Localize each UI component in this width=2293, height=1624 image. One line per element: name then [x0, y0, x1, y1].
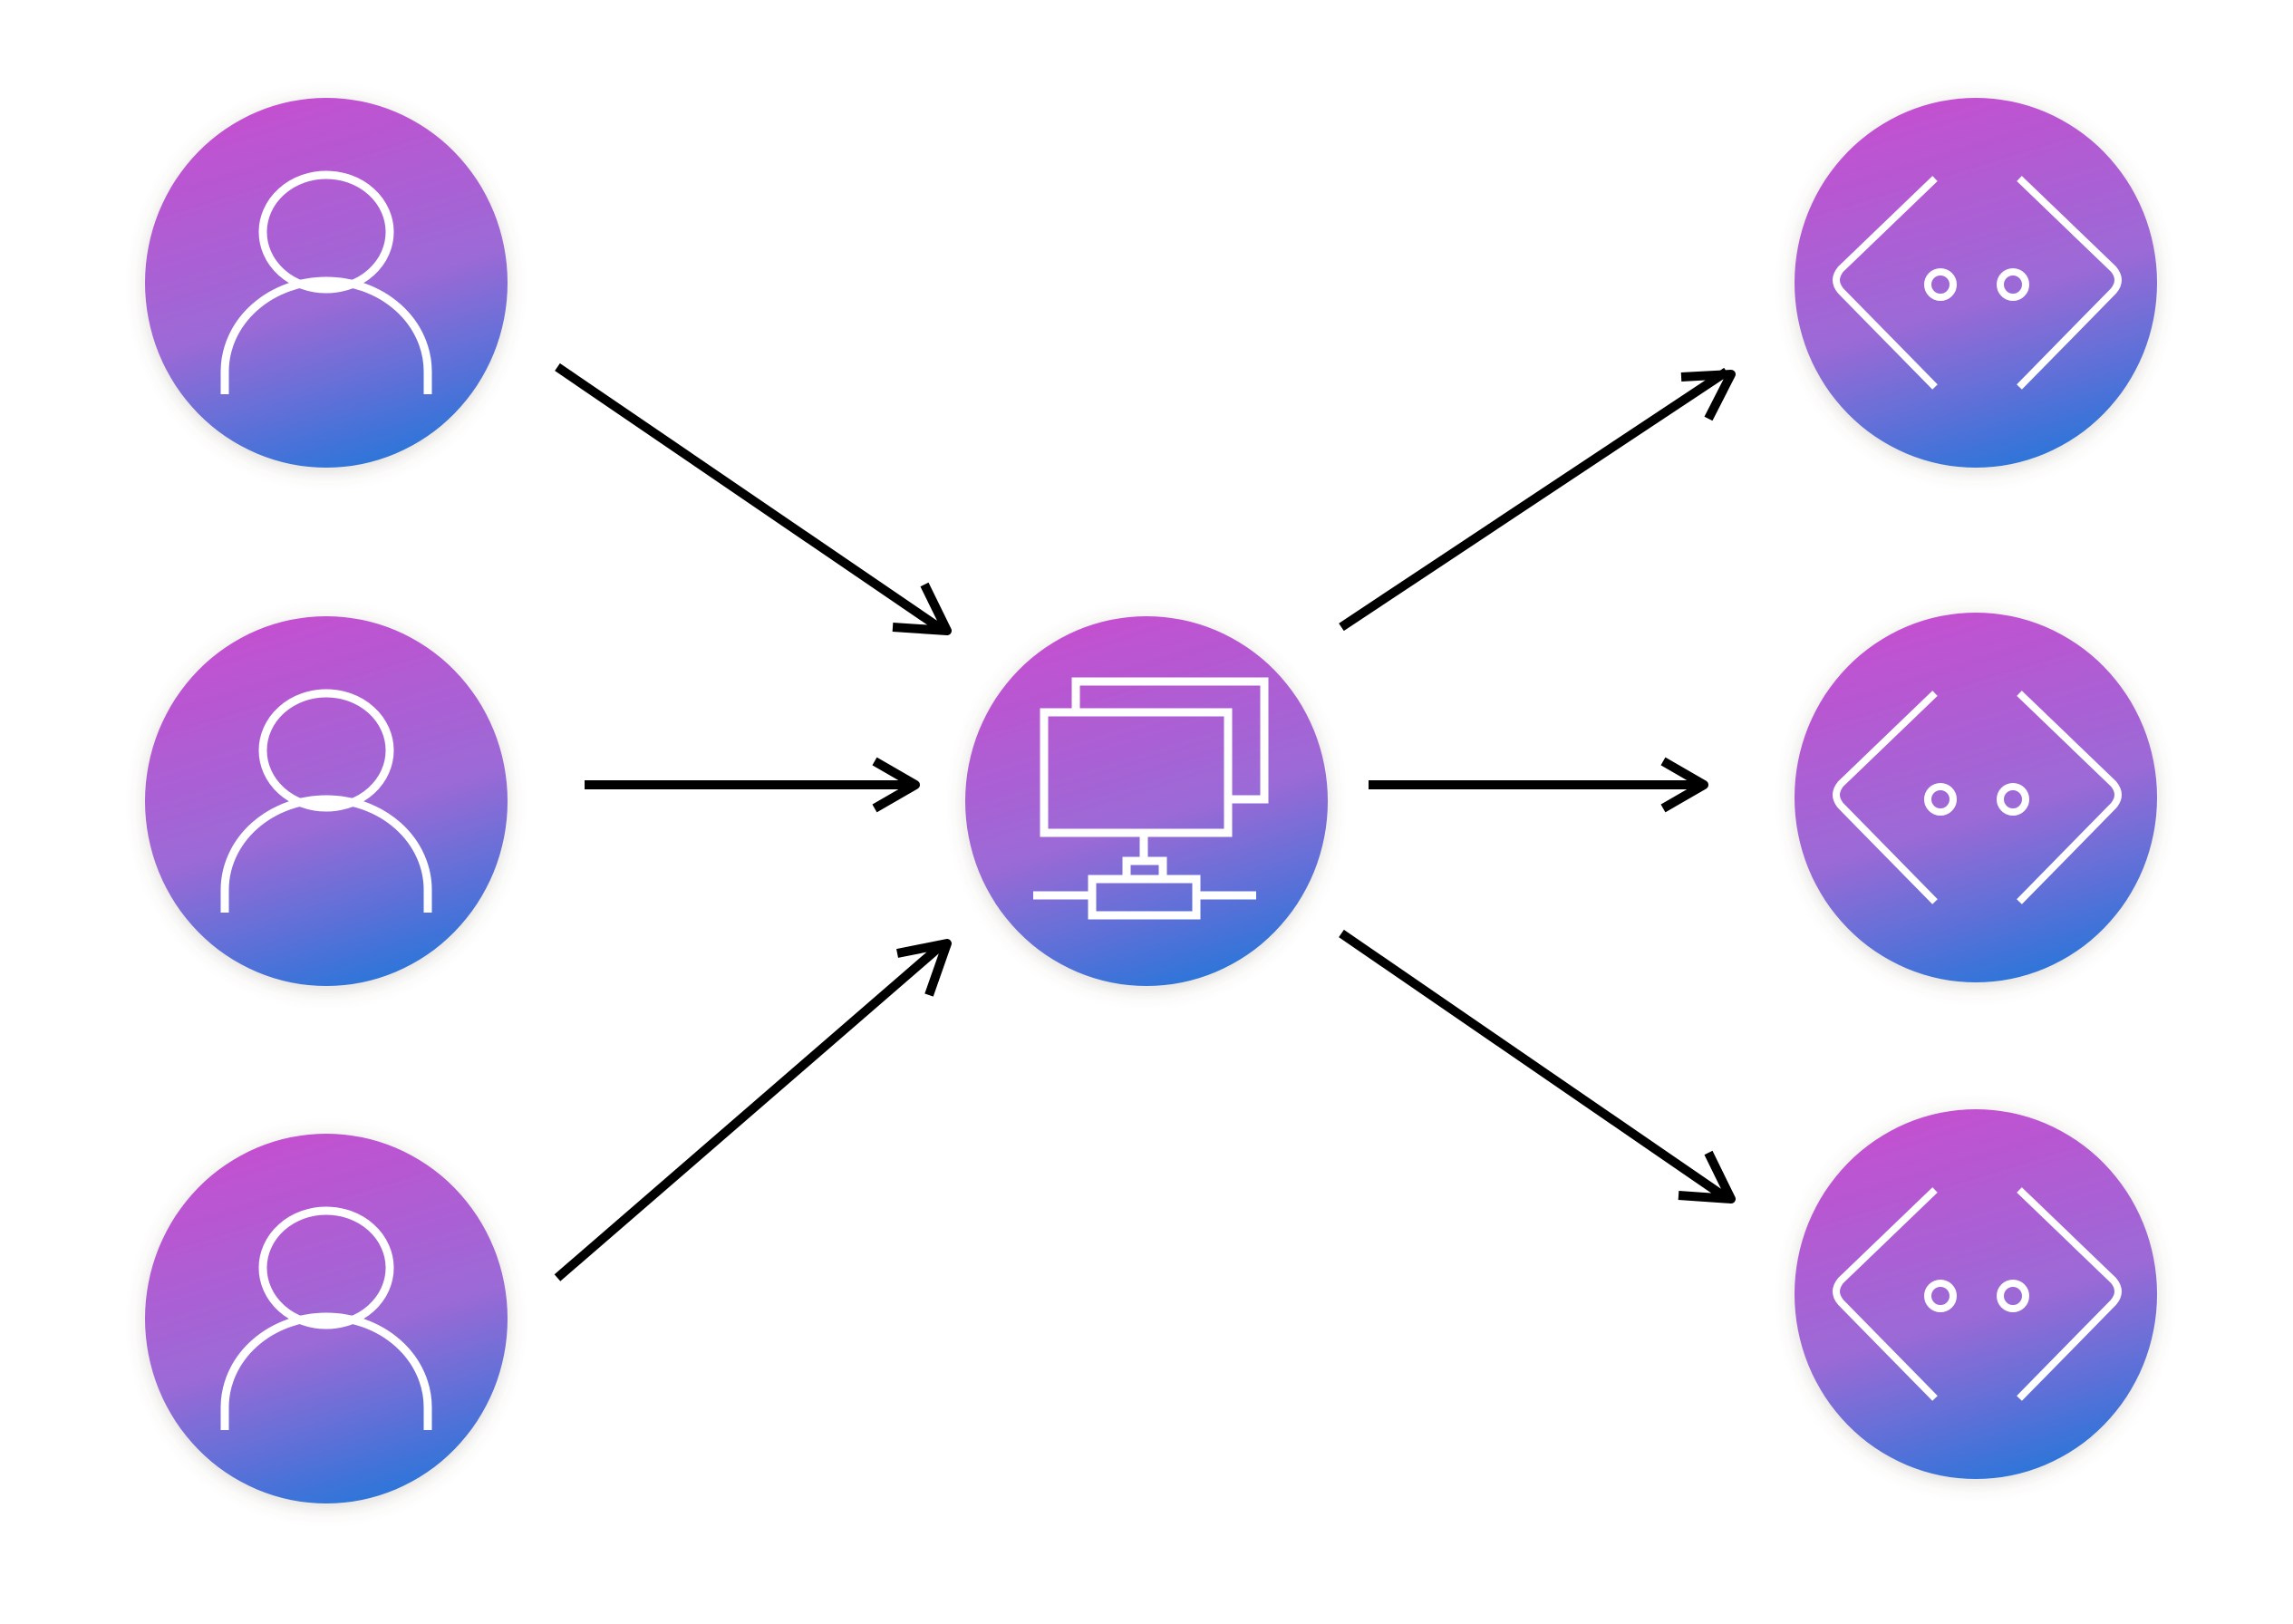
api-endpoint-icon: [1833, 176, 2122, 390]
user-node-3: [145, 1134, 508, 1503]
api-endpoint-icon: [1833, 1187, 2122, 1401]
endpoint-node-3: [1795, 1109, 2157, 1479]
arrow-hub-to-endpoint-3: [1339, 929, 1736, 1204]
user-icon: [220, 170, 432, 394]
api-endpoint-icon: [1833, 691, 2122, 904]
arrow-user-2-to-hub: [585, 757, 920, 813]
user-icon: [220, 1206, 432, 1430]
user-node-2: [145, 616, 508, 986]
arrow-user-3-to-hub: [554, 939, 952, 1281]
hub-node: [965, 616, 1328, 986]
arrow-hub-to-endpoint-2: [1369, 757, 1708, 813]
network-computer-icon: [1033, 677, 1269, 920]
edges: [554, 362, 1736, 1281]
endpoint-node-2: [1795, 613, 2157, 982]
user-icon: [220, 689, 432, 913]
endpoint-node-1: [1795, 98, 2157, 468]
user-node-1: [145, 98, 508, 468]
arrow-user-1-to-hub: [555, 362, 952, 635]
arrow-hub-to-endpoint-1: [1339, 367, 1736, 632]
